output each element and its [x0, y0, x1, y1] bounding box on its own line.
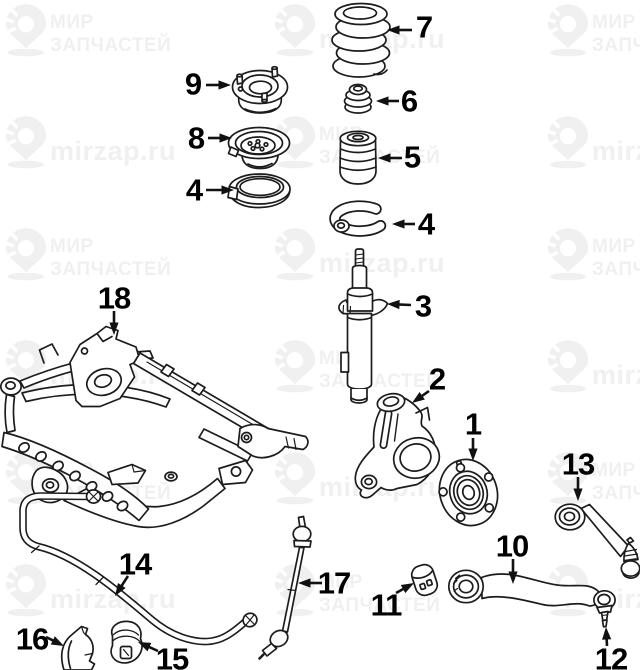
stabilizer-bar-drawing — [19, 489, 258, 646]
callout-arrowhead-5 — [378, 153, 391, 163]
callout-label-10: 10 — [495, 528, 529, 564]
callout-label-17: 17 — [317, 565, 351, 601]
callout-label-13: 13 — [561, 446, 595, 482]
callout-label-11: 11 — [370, 587, 403, 623]
callout-label-6: 6 — [400, 83, 418, 119]
watermark-site-text: mirzap.ru — [50, 136, 177, 166]
callout-arrowhead-2 — [412, 392, 425, 403]
callout-label-8: 8 — [187, 120, 205, 156]
callout-label-4-upper: 4 — [185, 172, 203, 208]
callout-arrowhead-12 — [602, 627, 612, 640]
callout-arrowhead-16 — [50, 636, 64, 646]
spring-pad-upper-drawing — [227, 173, 291, 209]
coil-spring-drawing — [331, 2, 391, 78]
dust-boot-drawing — [339, 130, 377, 185]
guide-control-arm-drawing — [554, 503, 640, 579]
callout-label-9: 9 — [184, 66, 202, 102]
lower-control-arm-drawing — [447, 569, 616, 628]
callout-label-3: 3 — [414, 288, 432, 324]
callout-arrowhead-10 — [508, 571, 518, 584]
callout-arrowhead-14 — [115, 583, 126, 596]
watermark-site-text: mirzap.ru — [319, 248, 446, 278]
stabilizer-bushing-drawing — [110, 620, 143, 664]
steering-knuckle-drawing — [354, 392, 441, 499]
callout-arrowhead-4-lower — [392, 219, 405, 229]
callout-arrowhead-13 — [573, 488, 583, 501]
callout-label-4-lower: 4 — [417, 206, 435, 242]
callout-arrow-line-14 — [119, 575, 130, 588]
callout-label-1: 1 — [464, 406, 482, 442]
callout-arrow-line-3 — [397, 303, 412, 307]
watermark-site-text: mirzap.ru — [592, 360, 640, 390]
callout-arrowhead-18 — [109, 322, 119, 335]
callout-arrowhead-3 — [387, 299, 400, 310]
callout-arrowhead-11 — [400, 583, 414, 594]
bump-stop-drawing — [343, 83, 373, 114]
callout-label-15: 15 — [155, 641, 189, 670]
stabilizer-link-drawing — [258, 515, 312, 660]
callout-label-14: 14 — [118, 546, 152, 582]
callout-arrowhead-17 — [298, 578, 311, 588]
watermark-site-text: mirzap.ru — [592, 136, 640, 166]
callout-arrowhead-6 — [376, 96, 389, 106]
callout-arrowhead-8 — [219, 133, 232, 143]
callout-arrowhead-15 — [138, 642, 152, 652]
control-arm-bushing-drawing — [410, 563, 439, 597]
callout-arrowhead-4-upper — [221, 185, 234, 195]
callout-arrows — [45, 25, 612, 653]
strut-mount-drawing — [231, 65, 289, 114]
callout-label-7: 7 — [415, 9, 433, 45]
callout-label-12: 12 — [594, 641, 628, 670]
subframe-crossmember-drawing — [0, 325, 309, 529]
callout-label-2: 2 — [428, 361, 446, 397]
callout-arrowhead-1 — [468, 448, 478, 461]
callout-label-5: 5 — [403, 139, 421, 175]
spring-pad-lower-drawing — [329, 200, 387, 237]
spring-seat-bearing-drawing — [227, 126, 291, 170]
callout-arrowhead-9 — [218, 80, 231, 90]
callout-label-18: 18 — [97, 280, 131, 316]
stabilizer-bracket-drawing — [60, 625, 96, 670]
wheel-hub-drawing — [438, 458, 499, 527]
callout-label-16: 16 — [15, 621, 49, 657]
callout-arrowhead-7 — [387, 25, 400, 35]
strut-shock-absorber-drawing — [338, 248, 389, 404]
